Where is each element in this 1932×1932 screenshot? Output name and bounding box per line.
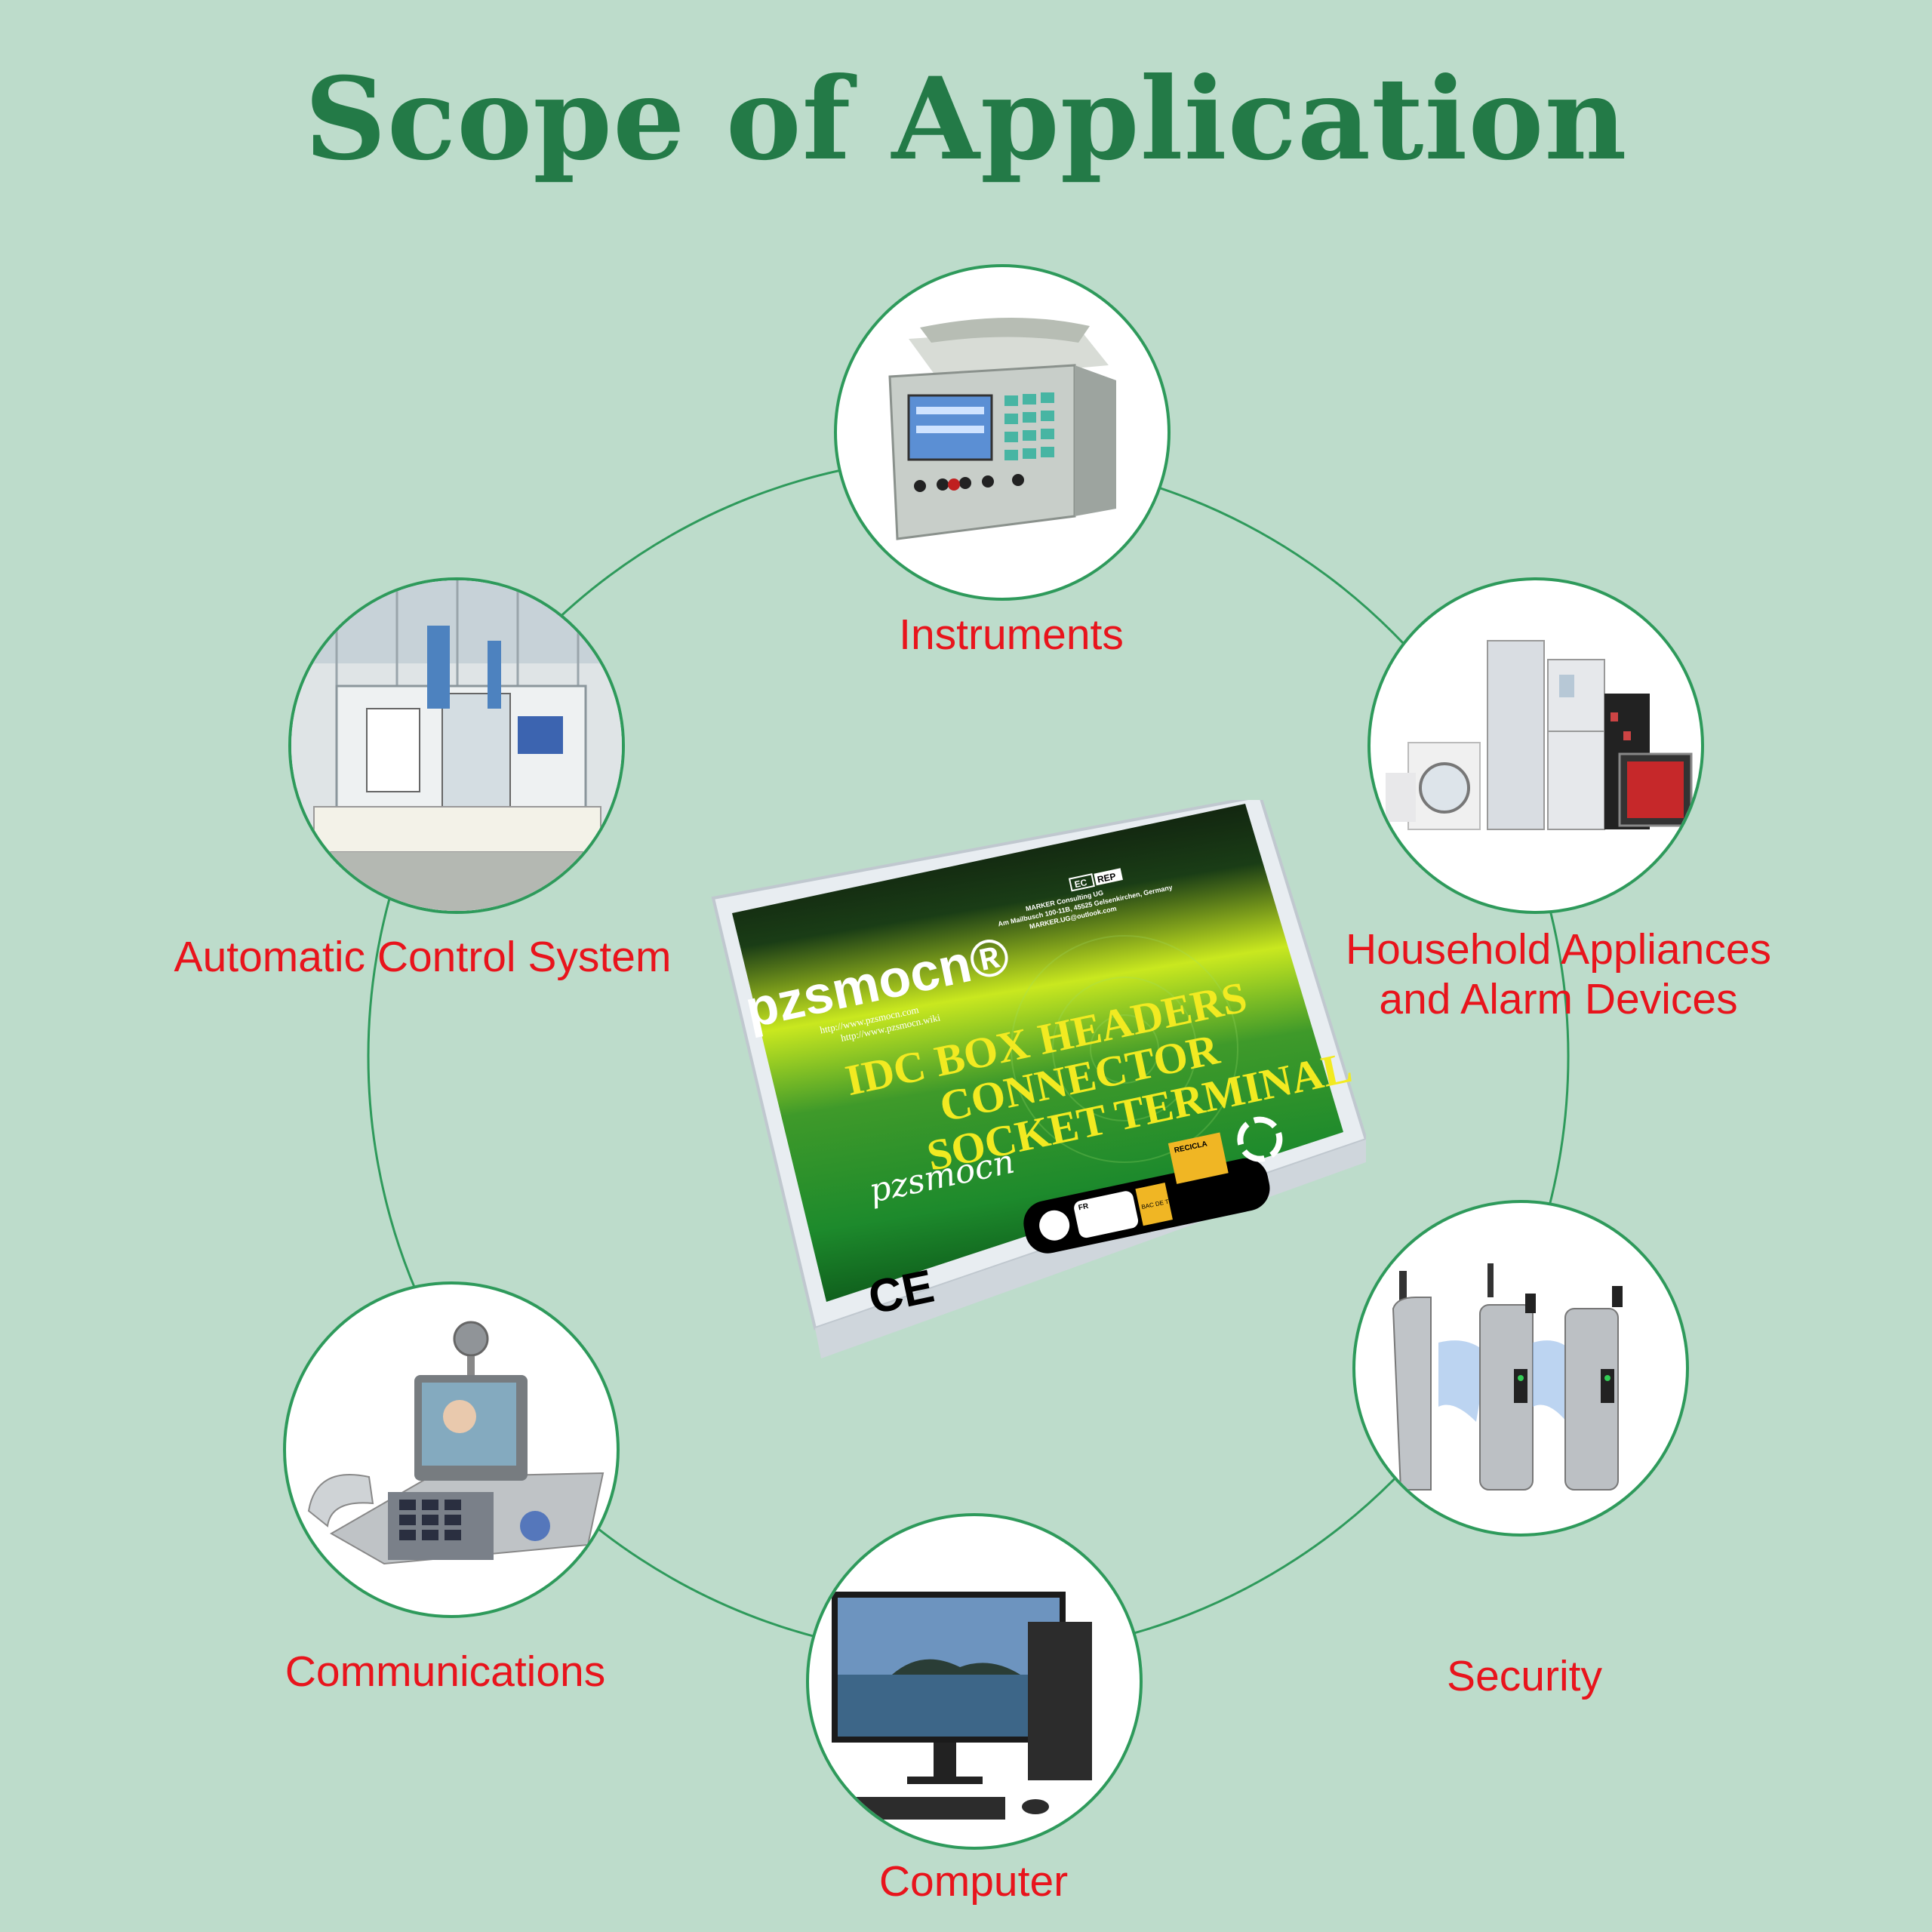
instruments-image bbox=[834, 264, 1171, 601]
home-appliances-icon bbox=[1386, 640, 1693, 830]
recycle-icon bbox=[1237, 1116, 1283, 1162]
security-label: Security bbox=[1447, 1652, 1602, 1700]
triman-text: FR bbox=[1078, 1202, 1090, 1213]
automatic-control-label: Automatic Control System bbox=[174, 933, 672, 981]
product-box: pzsmocn® http://www.pzsmocn.com http://w… bbox=[711, 800, 1366, 1358]
rep-label: REP bbox=[1097, 871, 1117, 885]
page-title: Scope of Application bbox=[304, 53, 1628, 186]
turnstile-gate-icon bbox=[1392, 1263, 1623, 1491]
video-phone-icon bbox=[307, 1321, 605, 1565]
communications-label: Communications bbox=[285, 1647, 606, 1696]
communications-image bbox=[283, 1281, 620, 1618]
instruments-label: Instruments bbox=[899, 611, 1124, 659]
factory-line-icon bbox=[291, 580, 622, 911]
instrument-panel-icon bbox=[888, 317, 1116, 540]
desktop-computer-icon bbox=[832, 1592, 1092, 1820]
security-image bbox=[1352, 1200, 1689, 1537]
automatic-control-image bbox=[288, 577, 625, 914]
triman-icon bbox=[1039, 1210, 1070, 1241]
computer-image bbox=[806, 1513, 1143, 1850]
computer-label: Computer bbox=[878, 1857, 1069, 1906]
household-image bbox=[1367, 577, 1704, 914]
ec-label: EC bbox=[1073, 877, 1088, 890]
